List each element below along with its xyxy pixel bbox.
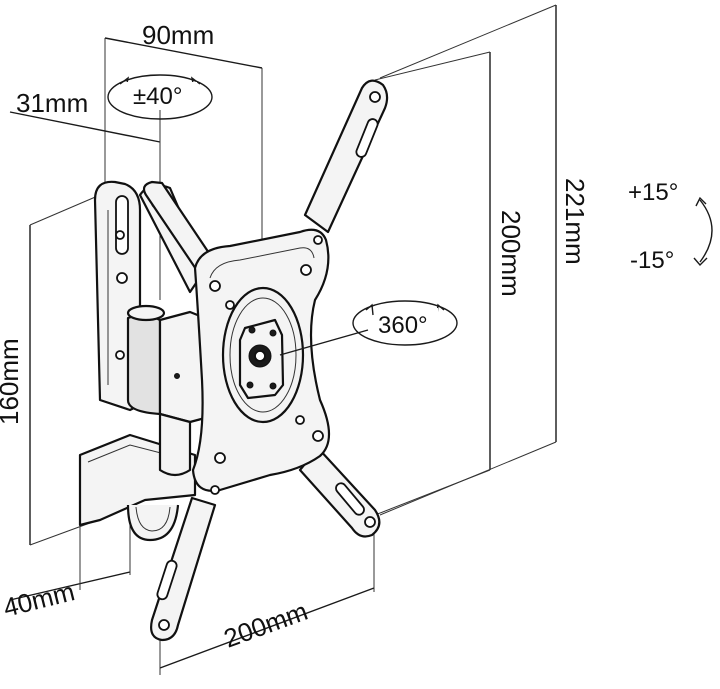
- rotation-leader: [279, 329, 369, 356]
- dimension-200mm-vertical: [374, 51, 491, 516]
- label-40mm: 40mm: [0, 576, 77, 623]
- label-swivel: ±40°: [133, 83, 182, 110]
- rotation-indicator: [352, 300, 458, 346]
- swivel-indicator: [107, 74, 213, 120]
- dimension-221mm: [379, 4, 557, 516]
- pivot-arm: [126, 184, 207, 477]
- label-200mm-vertical: 200mm: [496, 210, 526, 297]
- dimension-90mm: [104, 37, 263, 250]
- label-rotation: 360°: [378, 312, 428, 339]
- label-tilt-up: +15°: [628, 179, 678, 206]
- label-200mm-horizontal: 200mm: [220, 596, 312, 654]
- label-221mm: 221mm: [560, 178, 590, 265]
- vesa-plate: [142, 79, 389, 642]
- label-90mm: 90mm: [142, 20, 214, 50]
- label-tilt-down: -15°: [630, 247, 674, 274]
- tilt-indicator: [693, 196, 713, 267]
- label-160mm: 160mm: [0, 338, 24, 425]
- label-31mm: 31mm: [16, 88, 88, 118]
